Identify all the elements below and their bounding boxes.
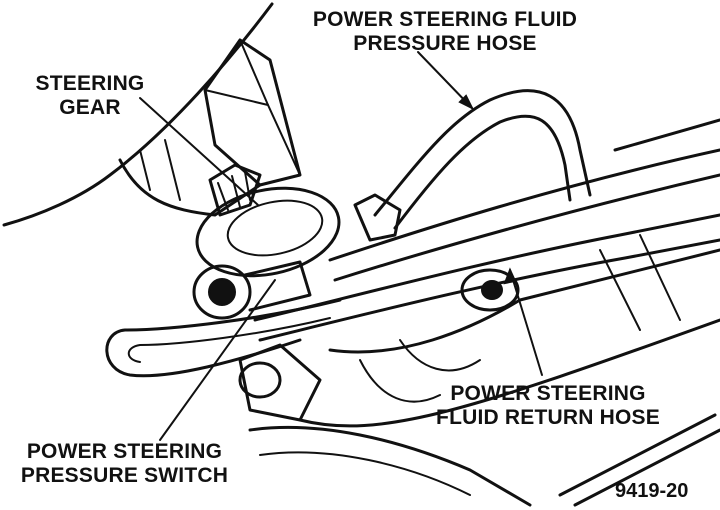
valve-body (195, 186, 341, 278)
leader-pressure-switch (159, 279, 276, 441)
figure-number: 9419-20 (615, 480, 689, 502)
pressure-hose (373, 89, 592, 217)
label-steering-gear: STEERING GEAR (30, 72, 150, 120)
label-return-hose-line1: POWER STEERING (450, 382, 646, 405)
pressure-switch-body (192, 264, 252, 320)
steering-gear-block (203, 38, 302, 187)
label-return-hose: POWER STEERING FLUID RETURN HOSE (428, 382, 668, 430)
label-pressure-switch-line1: POWER STEERING (26, 440, 223, 463)
label-steering-gear-line2: GEAR (59, 96, 121, 119)
return-line-upper (328, 148, 720, 262)
frame-arc (2, 2, 274, 227)
label-pressure-hose-line1: POWER STEERING FLUID (312, 8, 578, 31)
label-return-hose-line2: FLUID RETURN HOSE (436, 406, 660, 429)
label-steering-gear-line1: STEERING (35, 72, 145, 95)
pressure-hose-fitting (353, 193, 402, 242)
label-pressure-hose-line2: PRESSURE HOSE (353, 32, 537, 55)
label-pressure-hose: POWER STEERING FLUID PRESSURE HOSE (300, 8, 590, 56)
crossmember (248, 425, 532, 507)
leader-return-hose (509, 269, 543, 376)
leader-steering-gear (139, 97, 259, 206)
rack-housing (328, 248, 720, 354)
label-pressure-switch: POWER STEERING PRESSURE SWITCH (12, 440, 237, 488)
return-fitting (460, 268, 520, 312)
hex-nut (238, 361, 282, 399)
label-pressure-switch-line2: PRESSURE SWITCH (20, 464, 229, 487)
lower-housing (238, 343, 322, 422)
